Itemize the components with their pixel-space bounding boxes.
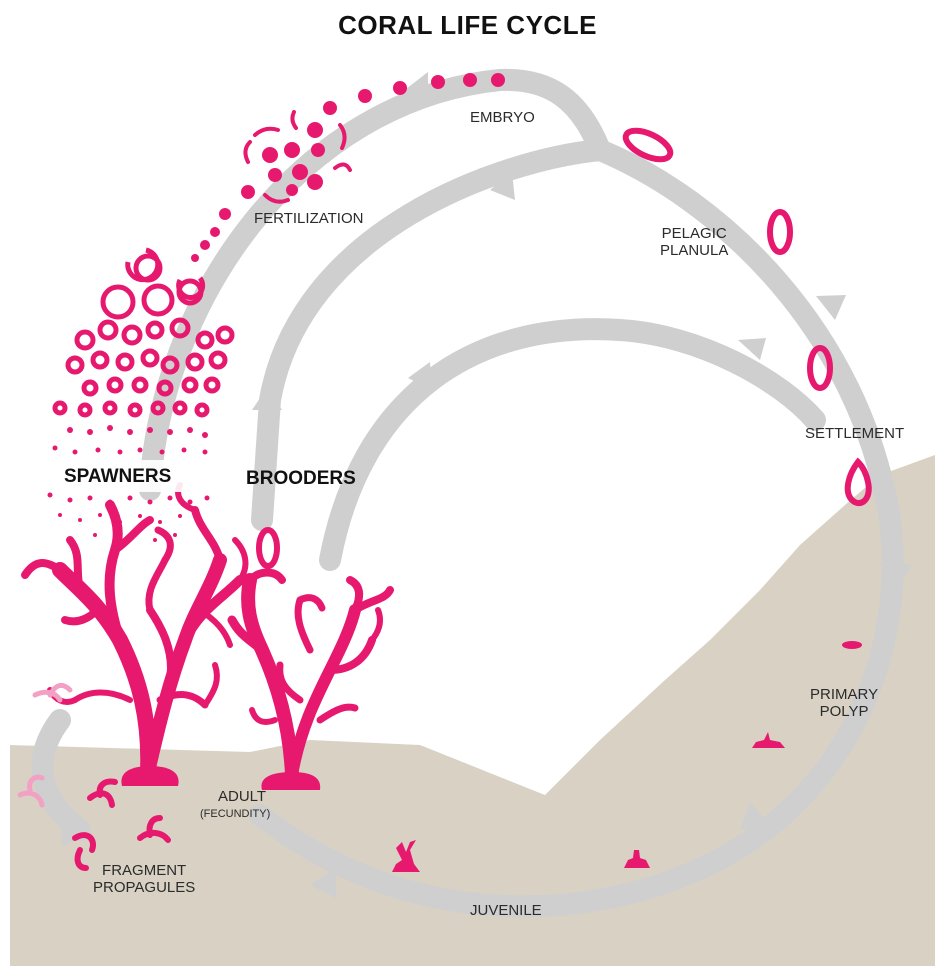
label-brooders: BROODERS bbox=[246, 468, 356, 490]
label-polyp: POLYP bbox=[810, 703, 878, 720]
label-fragment-propagules: FRAGMENT PROPAGULES bbox=[93, 862, 195, 897]
label-fecundity: (FECUNDITY) bbox=[200, 808, 270, 821]
label-primary: PRIMARY bbox=[810, 686, 878, 703]
label-juvenile: JUVENILE bbox=[470, 902, 542, 919]
label-propagules: PROPAGULES bbox=[93, 879, 195, 896]
label-primary-polyp: PRIMARY POLYP bbox=[810, 686, 878, 721]
label-embryo: EMBRYO bbox=[470, 109, 535, 126]
arrowhead bbox=[816, 295, 846, 320]
label-settlement: SETTLEMENT bbox=[805, 425, 904, 442]
label-adult: ADULT bbox=[218, 788, 266, 805]
diagram-title: CORAL LIFE CYCLE bbox=[0, 10, 935, 41]
label-pelagic-planula: PELAGIC PLANULA bbox=[660, 225, 728, 260]
label-fragment: FRAGMENT bbox=[93, 862, 195, 879]
label-spawners: SPAWNERS bbox=[64, 466, 171, 488]
label-fertilization: FERTILIZATION bbox=[254, 210, 363, 227]
label-planula: PLANULA bbox=[660, 242, 728, 259]
label-pelagic: PELAGIC bbox=[660, 225, 728, 242]
